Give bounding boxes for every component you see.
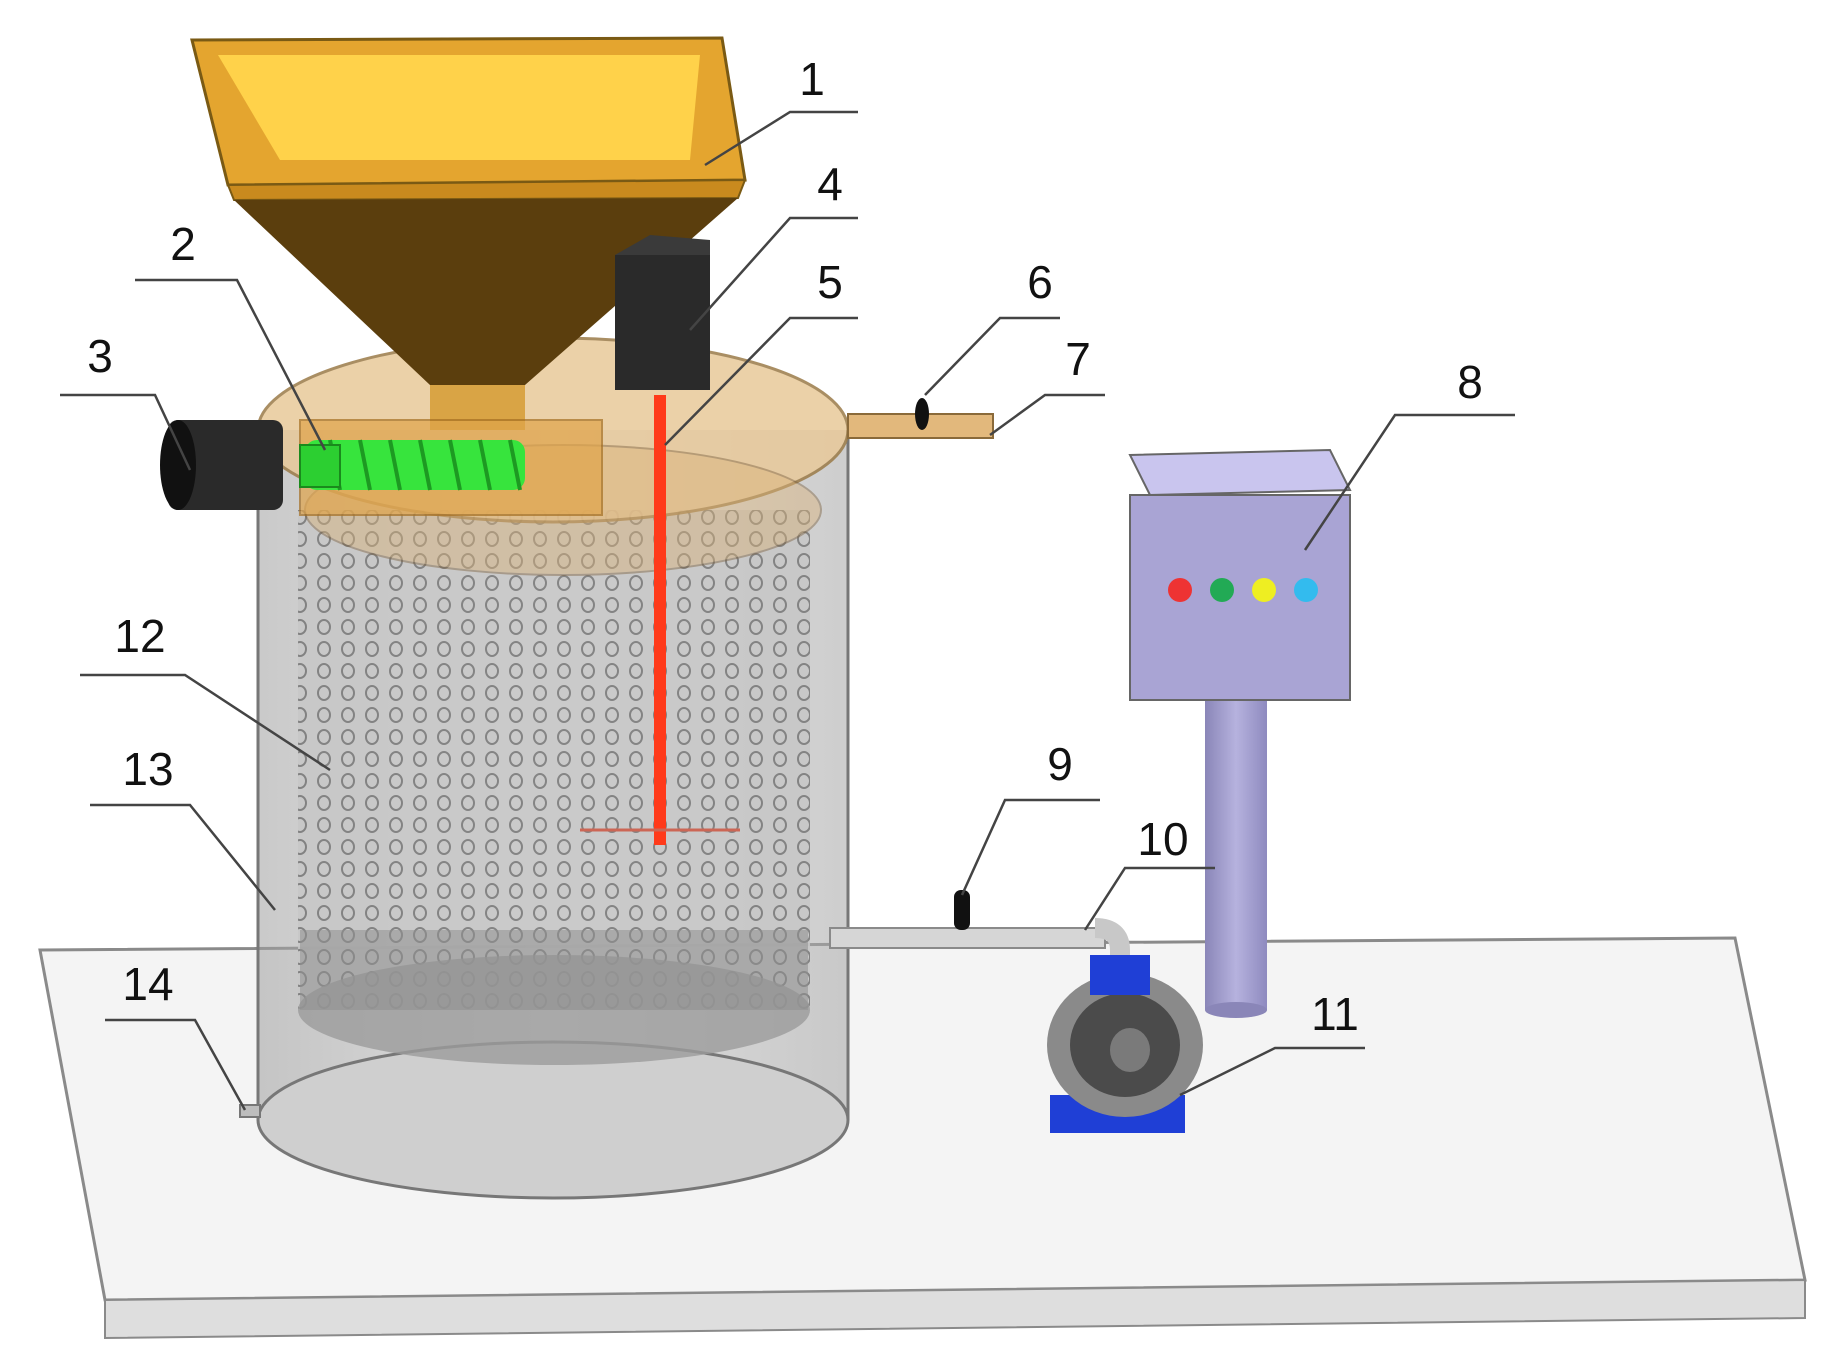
screw-conveyor	[299, 439, 525, 491]
drain-valve-icon	[954, 890, 970, 930]
screw-feeder	[299, 419, 603, 516]
callout-5: 5	[817, 256, 843, 308]
callout-9: 9	[1047, 738, 1073, 790]
callout-1: 1	[799, 53, 825, 105]
drain-pipe	[829, 918, 1130, 975]
control-box	[1128, 448, 1352, 1018]
indicator-light-green-icon	[1210, 578, 1234, 602]
callout-3: 3	[87, 330, 113, 382]
perforated-basket	[298, 510, 810, 1065]
indicator-light-blue-icon	[1294, 578, 1318, 602]
stirrer-motor	[615, 235, 710, 390]
callout-2: 2	[170, 218, 196, 270]
callout-labels: 1 2 3 4 5 6 7 8 9 10 11 12 13 14	[87, 53, 1483, 1040]
outlet-valve-icon	[915, 398, 929, 430]
callout-4: 4	[817, 158, 843, 210]
screw-motor	[160, 420, 283, 510]
callout-13: 13	[122, 743, 173, 795]
callout-14: 14	[122, 958, 173, 1010]
hopper	[190, 36, 747, 430]
callout-8: 8	[1457, 356, 1483, 408]
stirring-shaft	[580, 395, 740, 845]
leader-lines	[60, 110, 1515, 1111]
callout-6: 6	[1027, 256, 1053, 308]
callout-10: 10	[1137, 813, 1188, 865]
callout-7: 7	[1065, 333, 1091, 385]
callout-11: 11	[1311, 988, 1359, 1040]
callout-12: 12	[114, 610, 165, 662]
indicator-light-red-icon	[1168, 578, 1192, 602]
indicator-light-yellow-icon	[1252, 578, 1276, 602]
pump	[1047, 955, 1203, 1133]
